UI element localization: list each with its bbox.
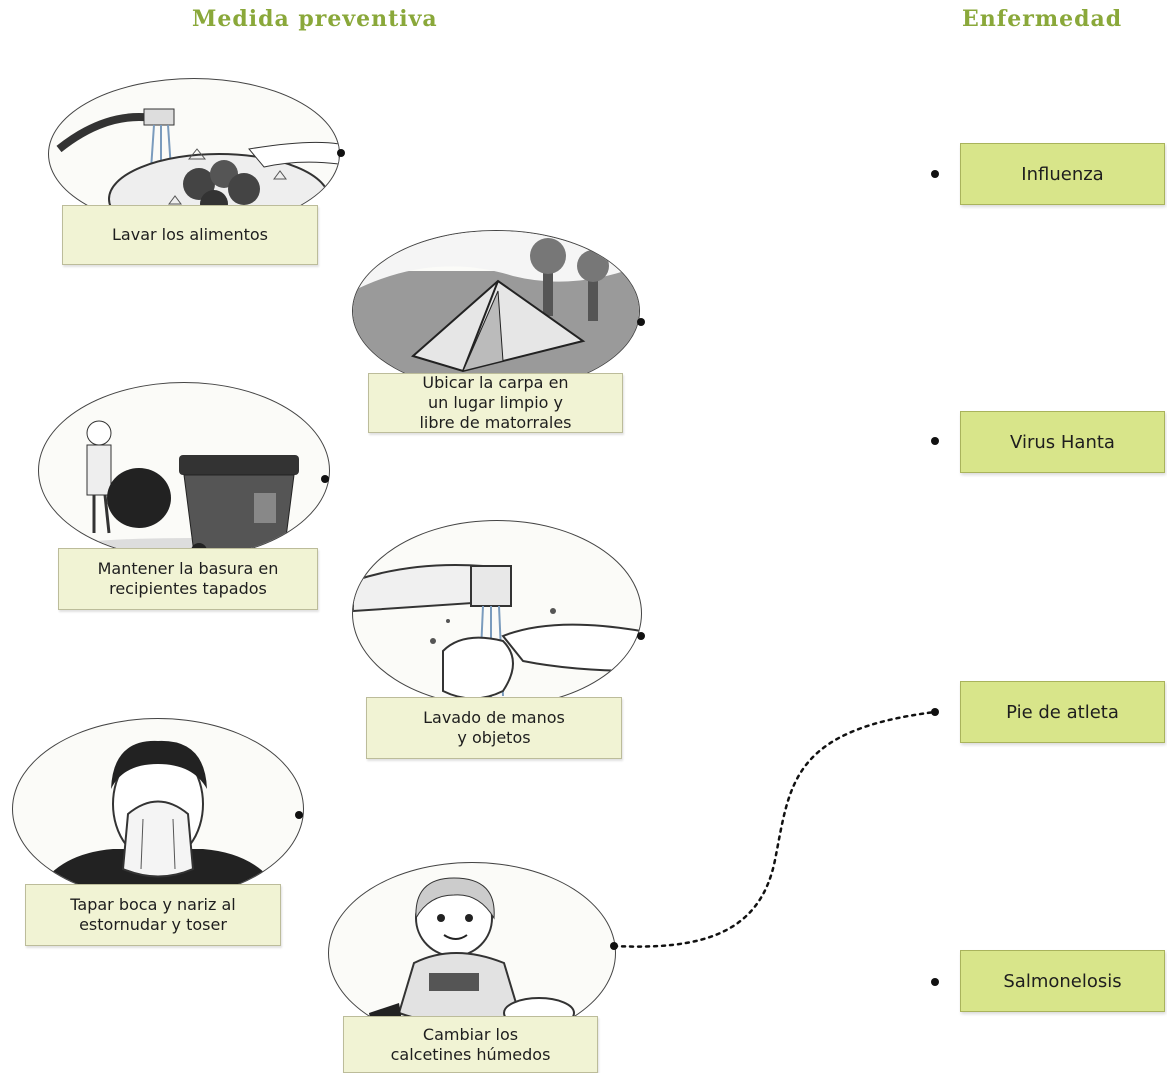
- measure-label: Cambiar los calcetines húmedos: [343, 1016, 598, 1073]
- connector-dot[interactable]: [337, 149, 345, 157]
- heading-disease: Enfermedad: [962, 6, 1123, 32]
- disease-dot[interactable]: [931, 978, 939, 986]
- heading-preventive-measure: Medida preventiva: [192, 6, 438, 32]
- disease-dot[interactable]: [931, 708, 939, 716]
- trash-bin-icon: [38, 382, 330, 559]
- measure-label: Mantener la basura en recipientes tapado…: [58, 548, 318, 610]
- changing-socks-icon: [328, 862, 616, 1044]
- connector-dot[interactable]: [637, 318, 645, 326]
- measure-label: Ubicar la carpa en un lugar limpio y lib…: [368, 373, 623, 433]
- tent-icon: [352, 230, 640, 392]
- sneezing-person-icon: [12, 718, 304, 900]
- connector-dot[interactable]: [610, 942, 618, 950]
- connector-dot[interactable]: [295, 811, 303, 819]
- measure-label: Tapar boca y nariz al estornudar y toser: [25, 884, 281, 946]
- disease-pie-de-atleta: Pie de atleta: [960, 681, 1165, 743]
- measure-label: Lavar los alimentos: [62, 205, 318, 265]
- hand-washing-icon: [352, 520, 642, 707]
- disease-dot[interactable]: [931, 437, 939, 445]
- connector-dot[interactable]: [637, 632, 645, 640]
- measure-label: Lavado de manos y objetos: [366, 697, 622, 759]
- disease-dot[interactable]: [931, 170, 939, 178]
- disease-virus-hanta: Virus Hanta: [960, 411, 1165, 473]
- disease-influenza: Influenza: [960, 143, 1165, 205]
- disease-salmonelosis: Salmonelosis: [960, 950, 1165, 1012]
- connector-dot[interactable]: [321, 475, 329, 483]
